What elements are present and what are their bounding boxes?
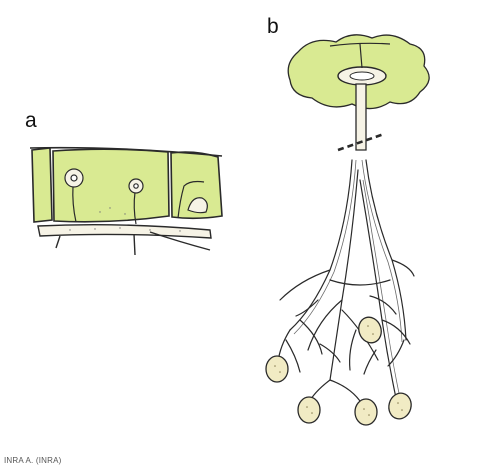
surface-hypha (329, 42, 391, 69)
hypha-stalk (355, 83, 367, 151)
panel-label-a: a (25, 109, 37, 132)
haustorium-lobes-3 (187, 197, 208, 214)
panel-b-drawing (265, 34, 430, 426)
haustorium-stalk-1 (72, 185, 77, 223)
spore (297, 396, 321, 424)
hypha-branch-a2 (133, 233, 136, 256)
hyphae-inner-lines (293, 159, 403, 399)
haustorium-nucleus-2 (133, 183, 139, 189)
spore (265, 355, 289, 383)
haustoria (64, 168, 208, 225)
hypha-branch-a1 (55, 235, 61, 249)
spore (358, 316, 382, 344)
image-credit: INRA A. (INRA) (4, 456, 62, 465)
appressorium-pore (349, 71, 375, 81)
hypha-branch-a3 (149, 231, 211, 251)
spores (265, 316, 412, 426)
cut-line (337, 132, 385, 152)
spore-stipple (274, 325, 403, 416)
haustorium-stalk-2 (133, 191, 137, 225)
hypha-main-a (37, 223, 212, 239)
plant-cell-2 (52, 148, 170, 223)
plant-cells (29, 146, 223, 223)
plant-cell-1 (31, 147, 53, 223)
hypha-branch-cell3 (177, 180, 205, 219)
spore (388, 392, 412, 420)
cell-wall-top (29, 146, 223, 157)
spore (354, 398, 378, 426)
intercellular-hypha (37, 223, 212, 256)
branching-hyphae (277, 159, 415, 411)
panel-label-b: b (267, 15, 279, 38)
hypha-stipple-a (69, 207, 181, 232)
panel-a-drawing (29, 146, 223, 256)
haustorium-nucleus-1 (70, 174, 78, 182)
